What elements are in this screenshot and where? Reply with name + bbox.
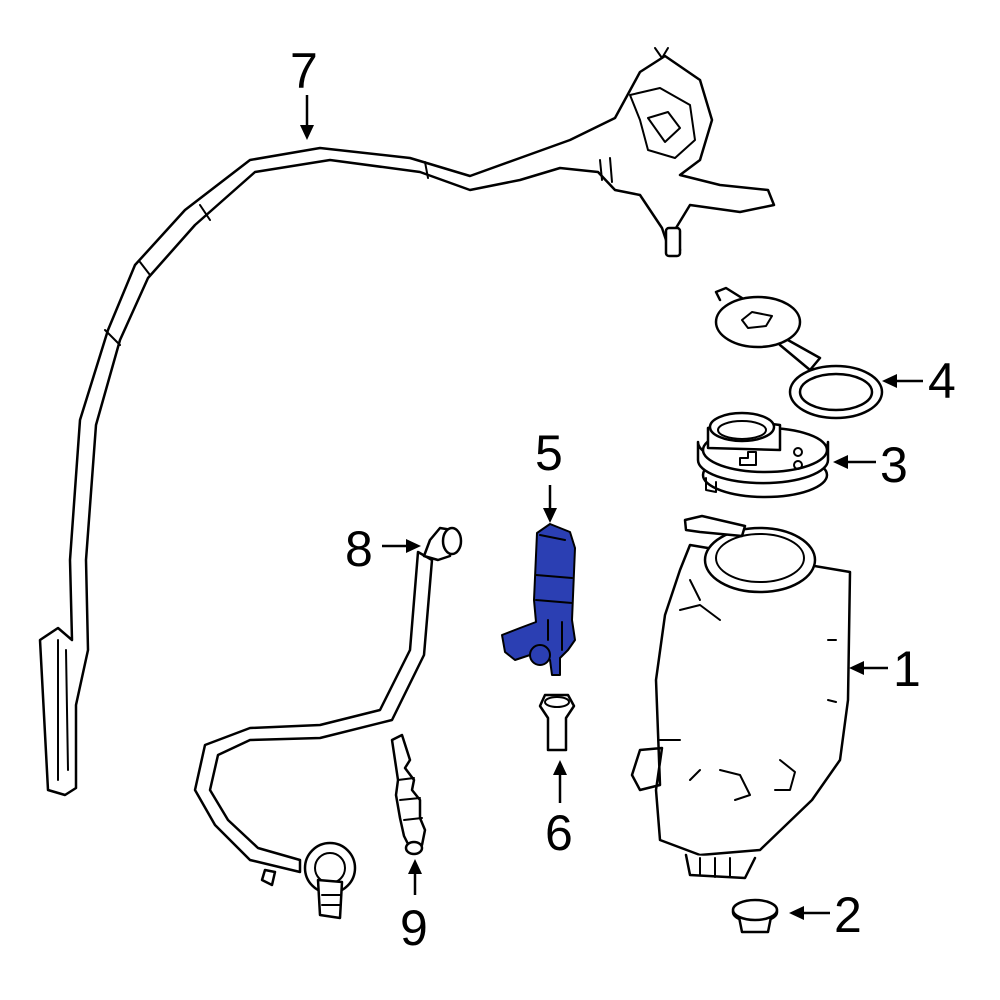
callout-1: 1 bbox=[893, 641, 921, 697]
part-1-reservoir[interactable] bbox=[630, 514, 852, 880]
callout-labels: 7 4 3 5 8 1 6 9 2 bbox=[290, 43, 956, 956]
callout-8: 8 bbox=[345, 521, 373, 577]
callout-9: 9 bbox=[400, 900, 428, 956]
callout-7: 7 bbox=[290, 43, 318, 99]
callout-4: 4 bbox=[928, 353, 956, 409]
part-7-washer-hose[interactable] bbox=[38, 47, 776, 797]
callout-6: 6 bbox=[545, 805, 573, 861]
part-9-connector[interactable] bbox=[390, 733, 427, 856]
callout-3: 3 bbox=[880, 437, 908, 493]
callout-2: 2 bbox=[834, 887, 862, 943]
part-6-pump-grommet[interactable] bbox=[538, 693, 576, 752]
part-8-hose[interactable] bbox=[193, 526, 463, 920]
callout-5: 5 bbox=[535, 425, 563, 481]
callout-arrows bbox=[300, 95, 923, 920]
part-5-washer-pump[interactable] bbox=[501, 523, 576, 676]
part-3-filler-neck[interactable] bbox=[696, 411, 830, 499]
part-4-filler-cap[interactable] bbox=[714, 286, 884, 420]
part-2-grommet[interactable] bbox=[731, 898, 779, 934]
